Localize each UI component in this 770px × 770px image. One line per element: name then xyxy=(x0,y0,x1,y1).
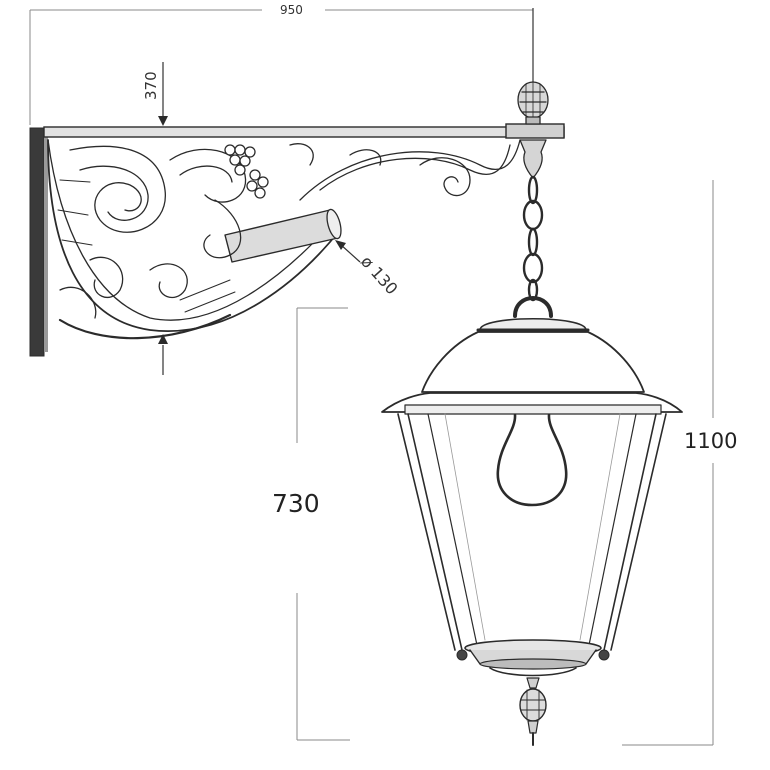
width-dimension: 950 xyxy=(29,3,534,125)
bracket-height-label: 370 xyxy=(142,71,160,100)
wall-plate xyxy=(29,127,48,357)
diameter-dimension: ø 130 xyxy=(335,240,402,298)
hang-height-label: 730 xyxy=(272,489,320,518)
ornamental-scroll xyxy=(47,139,521,340)
bracket-arm xyxy=(43,123,565,139)
bracket-height-dimension: 370 xyxy=(142,62,168,375)
diameter-label: ø 130 xyxy=(357,252,402,298)
top-finial xyxy=(517,81,549,125)
hang-height-dimension: 730 xyxy=(272,307,350,741)
hanger-knob xyxy=(519,139,547,179)
lantern xyxy=(381,296,683,746)
chain xyxy=(522,175,544,302)
total-height-dimension: 1100 xyxy=(622,180,737,746)
width-label: 950 xyxy=(280,3,303,17)
total-height-label: 1100 xyxy=(684,429,737,453)
